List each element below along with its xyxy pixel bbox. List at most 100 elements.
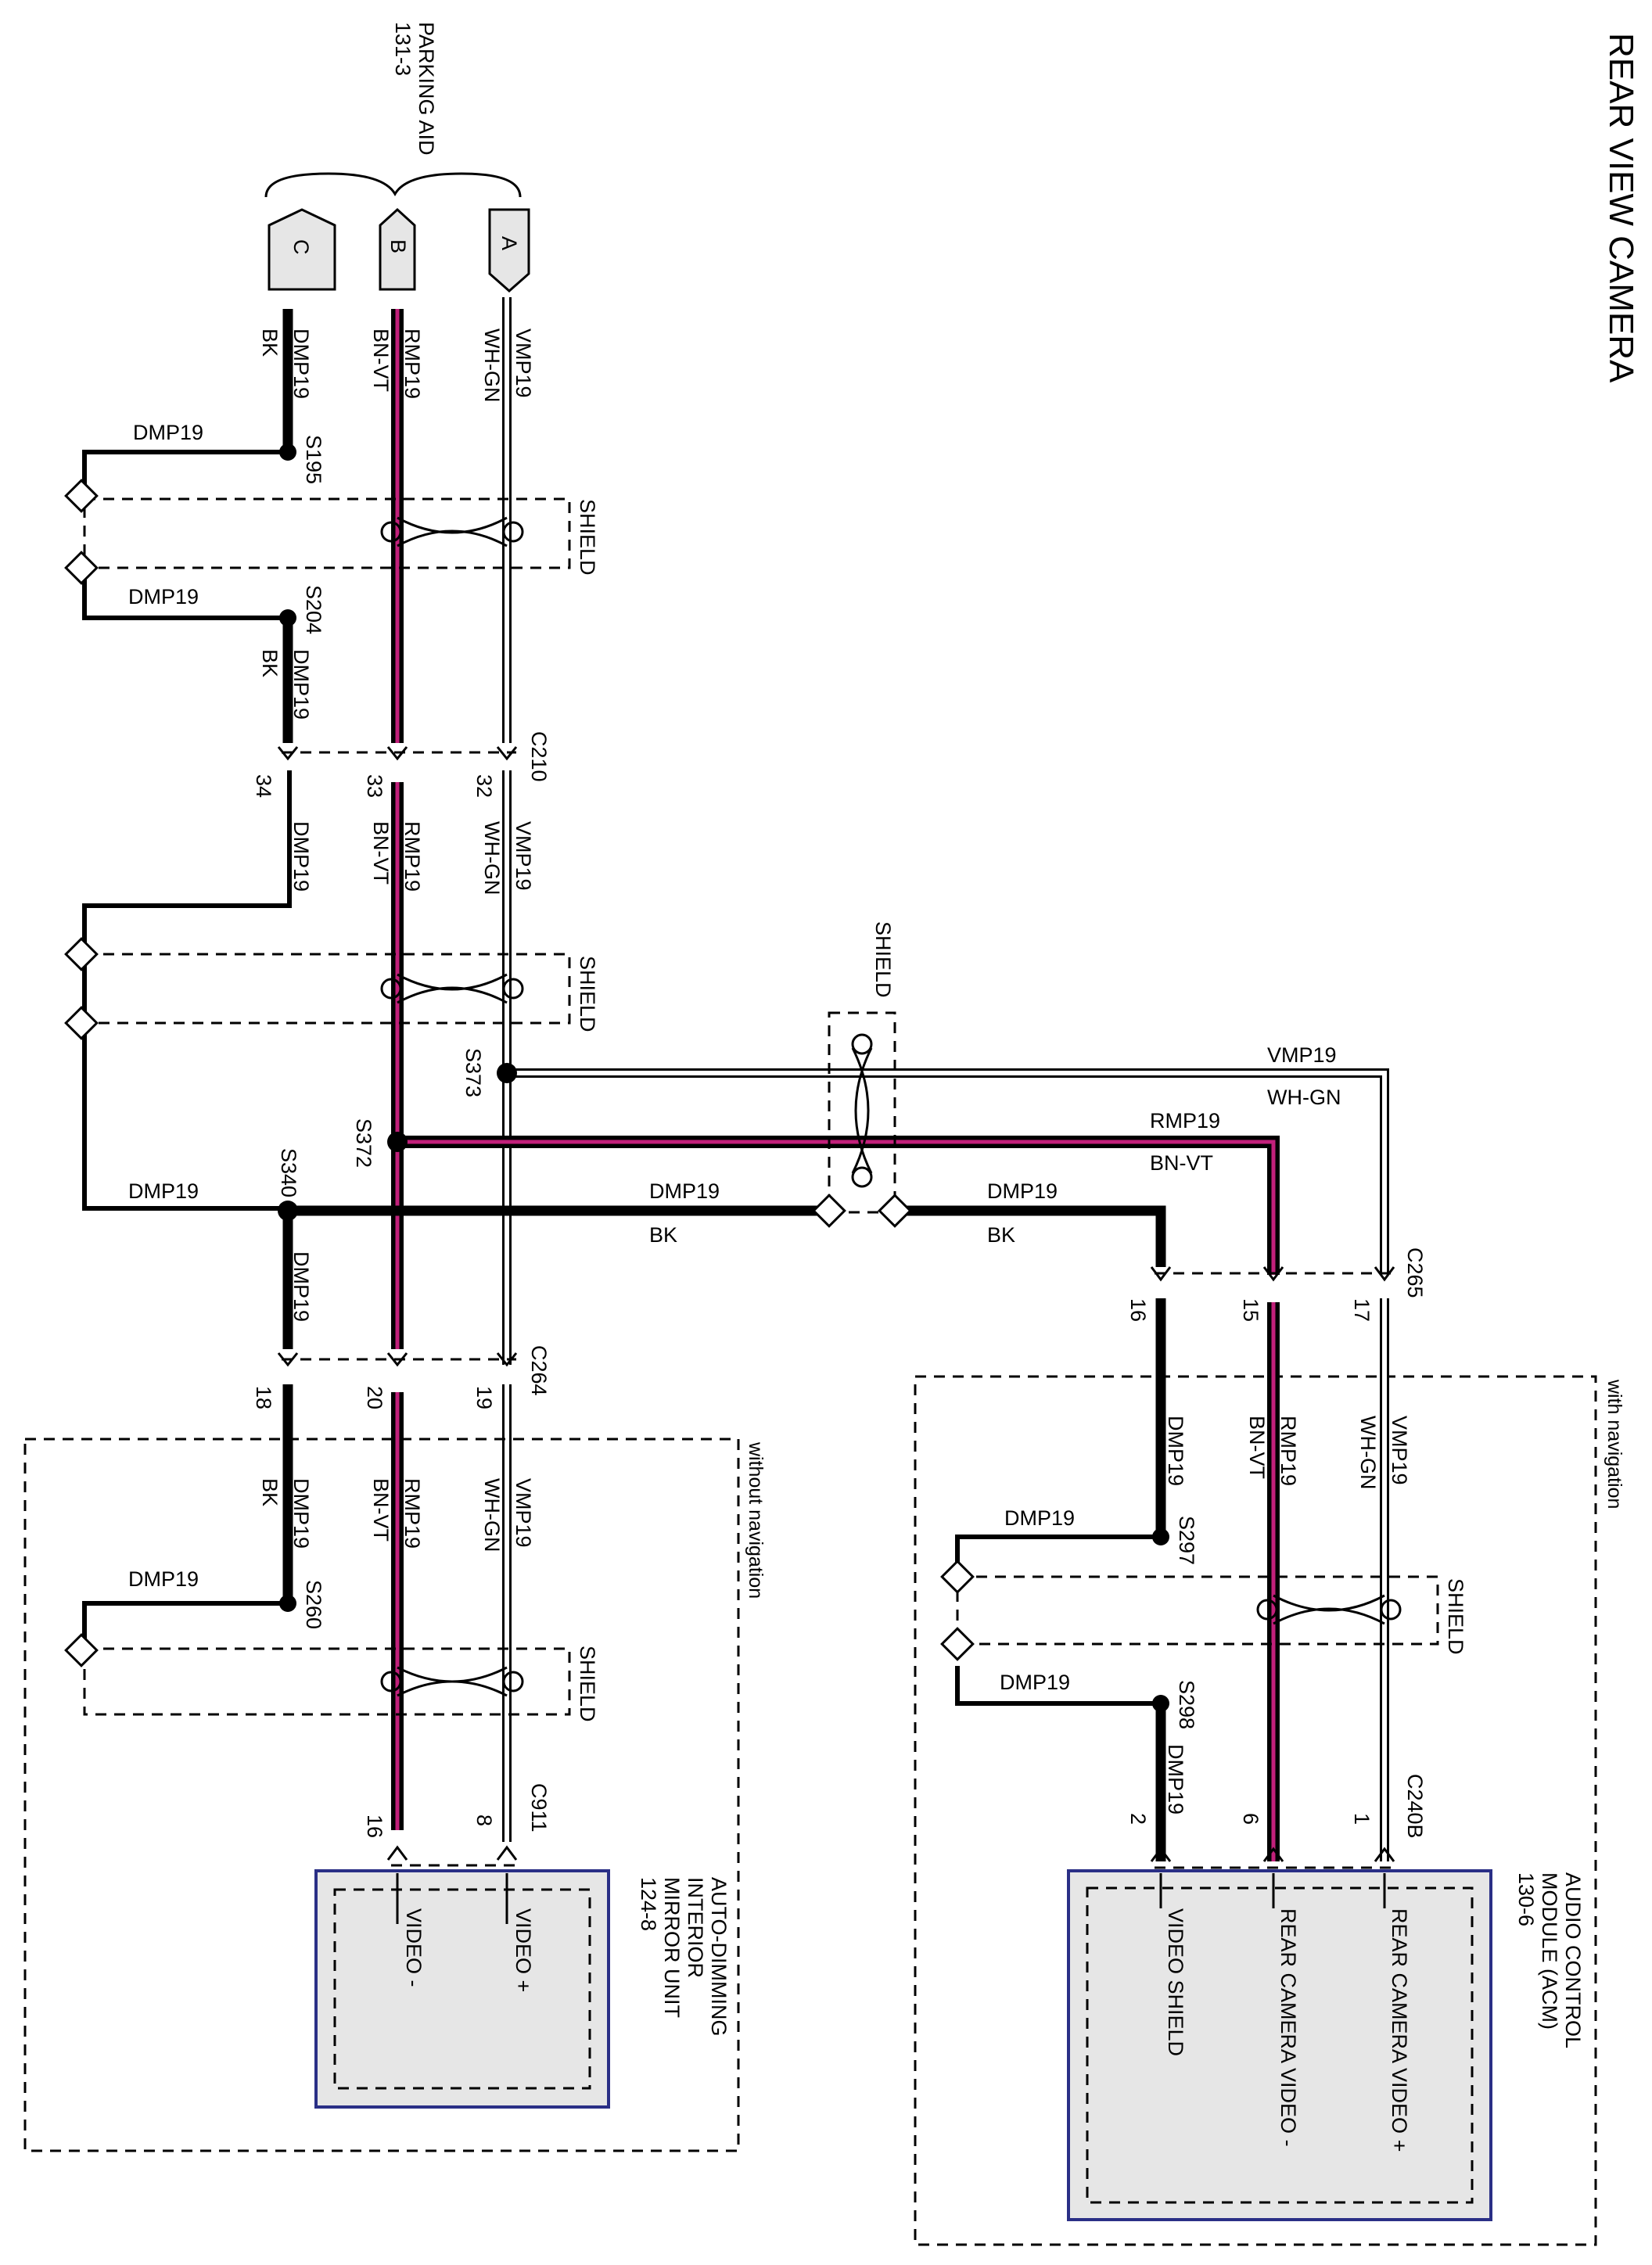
label-vmp19-h: VMP19 [1267, 1043, 1337, 1067]
wire-bk-horizontal-right [900, 1205, 1166, 1267]
splice-label-s372: S372 [352, 1118, 375, 1168]
shield-mid-twist [397, 973, 508, 1004]
c240b-pin-6 [1262, 1847, 1284, 1862]
splice-s372 [387, 1132, 408, 1152]
label-bnvt-h: BN-VT [1150, 1151, 1213, 1175]
ground-symbol-9 [940, 1627, 975, 1661]
label-rmp19-c264: RMP19 [400, 1478, 424, 1549]
label-dmp19-c210: DMP19 [289, 821, 313, 892]
label-dmp19-gnd6: DMP19 [1000, 1671, 1070, 1694]
c264-pin-19 [496, 1352, 518, 1367]
splice-s298 [1152, 1695, 1169, 1712]
c210-pin-33 [386, 746, 408, 761]
c264-label: C264 [527, 1345, 551, 1396]
label-whgn-h: WH-GN [1267, 1086, 1341, 1109]
connector-tab-c: C [268, 208, 336, 291]
splice-label-s204: S204 [302, 585, 325, 634]
wire-dmp19-s297 [955, 1535, 1161, 1572]
svg-text:C: C [289, 239, 313, 255]
label-dmp19-gnd4: DMP19 [128, 1567, 199, 1591]
c210-pin-34 [277, 746, 299, 761]
connector-tab-a: A [488, 208, 530, 293]
c265-pin-16 [1150, 1266, 1172, 1282]
ground-symbol-7 [64, 1633, 99, 1667]
c210-pin-label-34: 34 [252, 774, 275, 798]
c911-pin-16 [386, 1845, 408, 1861]
mirror-unit-module [314, 1869, 610, 2109]
ground-symbol-5 [812, 1194, 846, 1228]
c265-pin-label-16: 16 [1126, 1298, 1150, 1322]
splice-s260 [279, 1595, 296, 1612]
parking-aid-label: PARKING AID [415, 22, 438, 156]
acm-ref: 130-6 [1514, 1872, 1538, 1926]
label-whgn-top: WH-GN [480, 328, 504, 402]
c265-pin-17 [1374, 1266, 1395, 1282]
acm-module-inner [1086, 1886, 1474, 2204]
c265-pin-label-17: 17 [1350, 1298, 1374, 1322]
label-dmp19-s340: DMP19 [289, 1251, 313, 1322]
mirror-unit-ref: 124-8 [637, 1877, 660, 1931]
shield-top-box [83, 497, 571, 569]
c911-label: C911 [527, 1783, 551, 1832]
label-dmp19-top: DMP19 [289, 328, 313, 399]
shield-top-twist [397, 516, 508, 547]
ground-symbol-1 [64, 479, 99, 513]
c210-label: C210 [527, 731, 551, 782]
shield-center-label: SHIELD [871, 921, 895, 998]
diagram-title: REAR VIEW CAMERA [1602, 33, 1640, 383]
pin-label-rear-cam-plus: REAR CAMERA VIDEO + [1388, 1908, 1411, 2152]
acm-name-1: AUDIO CONTROL [1561, 1872, 1585, 2048]
c911-pin-label-16: 16 [363, 1815, 386, 1838]
shield-right-label: SHIELD [1444, 1578, 1467, 1655]
label-vmp19-c264: VMP19 [512, 1478, 535, 1548]
shield-mid-label: SHIELD [576, 956, 599, 1032]
label-bk-c264: BK [258, 1478, 282, 1506]
label-bk-h-left: BK [649, 1223, 677, 1247]
label-dmp19-gnd2: DMP19 [128, 585, 199, 608]
c240b-pin-1 [1374, 1847, 1395, 1862]
pin-label-video-plus: VIDEO + [512, 1908, 535, 1992]
wire-dmp19-s298 [955, 1666, 1161, 1706]
shield-right-box [956, 1575, 1439, 1646]
c264-pin-20 [386, 1352, 408, 1367]
label-dmp19-right: DMP19 [1164, 1416, 1187, 1486]
ground-symbol-2 [64, 551, 99, 585]
ground-symbol-3 [64, 937, 99, 971]
splice-label-s373: S373 [461, 1048, 485, 1097]
label-whgn-right: WH-GN [1356, 1416, 1380, 1489]
c265-pin-label-15: 15 [1239, 1298, 1262, 1322]
c265-label: C265 [1403, 1247, 1427, 1298]
label-bnvt-c264: BN-VT [369, 1478, 393, 1542]
label-dmp19-right-low: DMP19 [1164, 1744, 1187, 1815]
shield-top-label: SHIELD [576, 499, 599, 576]
without-nav-region [23, 1438, 740, 2152]
ground-symbol-6 [878, 1194, 912, 1228]
label-dmp19-c264: DMP19 [289, 1478, 313, 1549]
c911-pin-label-8: 8 [472, 1815, 496, 1826]
shield-right-twist [1273, 1594, 1385, 1625]
label-whgn-c264: WH-GN [480, 1478, 504, 1552]
splice-label-s195: S195 [302, 435, 325, 484]
label-dmp19-gnd1: DMP19 [133, 421, 203, 444]
with-nav-region [914, 1375, 1597, 2246]
mirror-unit-name-1: AUTO-DIMMING [707, 1877, 731, 2037]
label-whgn-c210: WH-GN [480, 821, 504, 895]
wire-dmp19-s260-ground [82, 1601, 288, 1642]
splice-s195 [279, 443, 296, 461]
connector-tab-b: B [379, 207, 416, 291]
mirror-unit-name-3: MIRROR UNIT [660, 1877, 684, 2018]
splice-s204 [279, 609, 296, 626]
label-vmp19-top: VMP19 [512, 328, 535, 398]
pin-label-video-minus: VIDEO - [402, 1908, 426, 1987]
c264-pin-18 [277, 1352, 299, 1367]
parking-aid-brace [264, 172, 522, 198]
label-bnvt-c210: BN-VT [369, 821, 393, 885]
splice-label-s340: S340 [277, 1148, 300, 1197]
label-dmp19-h-left: DMP19 [649, 1179, 720, 1203]
mirror-unit-name-2: INTERIOR [684, 1877, 707, 1978]
shield-bottom-left-twist [397, 1666, 508, 1697]
svg-text:A: A [497, 236, 521, 250]
splice-s340 [278, 1201, 298, 1221]
label-rmp19-c210: RMP19 [400, 821, 424, 892]
